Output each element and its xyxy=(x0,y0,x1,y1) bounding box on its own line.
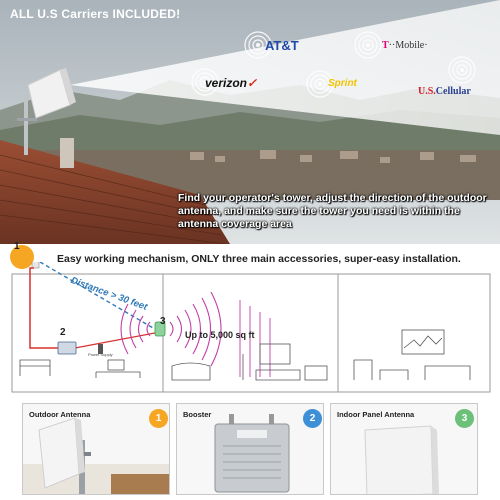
step-2-number: 2 xyxy=(60,327,66,338)
coverage-label: Up to 5,000 sq ft xyxy=(185,330,255,340)
hero-scene xyxy=(0,0,500,244)
card-title-indoor-panel-antenna: Indoor Panel Antenna xyxy=(337,410,415,419)
carrier-sprint: Sprint xyxy=(328,78,357,89)
diagram-scene xyxy=(11,255,491,393)
card-badge-1: 1 xyxy=(149,409,168,428)
hero-title: ALL U.S Carriers INCLUDED! xyxy=(10,7,181,21)
carrier-verizon: verizon✓ xyxy=(205,76,257,90)
uscellular-logo-text: Cellular xyxy=(435,86,471,97)
outdoor-antenna-illustration xyxy=(23,417,169,494)
step-1-circle xyxy=(10,245,34,269)
outdoor-antenna-icon xyxy=(31,255,40,269)
carrier-att-label: AT&T xyxy=(265,38,299,53)
booster-illustration xyxy=(214,414,290,493)
card-title-booster: Booster xyxy=(183,410,212,419)
verizon-check-icon: ✓ xyxy=(247,76,258,90)
verizon-logo-text: verizon xyxy=(205,76,248,90)
indoor-panel-antenna-illustration xyxy=(364,425,439,494)
tower-caption: Find your operator's tower, adjust the d… xyxy=(178,192,487,230)
step-3-number: 3 xyxy=(160,316,166,327)
power-supply-label: Power Supply xyxy=(88,352,113,357)
sprint-logo-text: Sprint xyxy=(328,78,357,89)
card-indoor-panel-antenna: Indoor Panel Antenna 3 xyxy=(330,403,478,495)
mechanism-headline: Easy working mechanism, ONLY three main … xyxy=(57,253,461,265)
carrier-uscellular: U.S.Cellular xyxy=(418,86,471,97)
carrier-tmobile: T··Mobile· xyxy=(382,40,428,51)
hero-photo: ALL U.S Carriers INCLUDED! AT&T T··Mobil… xyxy=(0,0,500,244)
tmobile-logo-mark: T xyxy=(382,40,389,51)
card-title-outdoor-antenna: Outdoor Antenna xyxy=(29,410,91,419)
card-badge-3: 3 xyxy=(455,409,474,428)
card-badge-2: 2 xyxy=(303,409,322,428)
carrier-att: AT&T xyxy=(265,38,299,53)
installation-diagram xyxy=(0,255,500,397)
step-1-number: 1 xyxy=(14,241,20,252)
uscellular-logo-mark: U.S. xyxy=(418,86,436,97)
tmobile-logo-text: ··Mobile· xyxy=(388,40,428,51)
card-booster: Booster 2 xyxy=(176,403,324,495)
card-outdoor-antenna: Outdoor Antenna 1 xyxy=(22,403,170,495)
